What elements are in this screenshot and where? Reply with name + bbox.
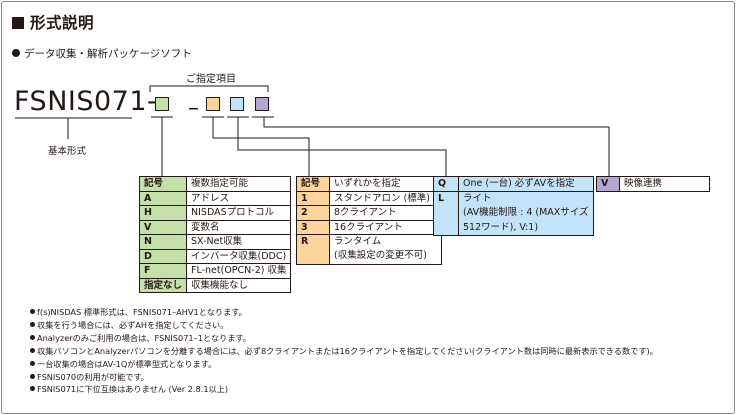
bullet-icon xyxy=(30,373,35,379)
code-box-purple xyxy=(255,97,269,111)
list-item: FSNIS070の利用が可能です。 xyxy=(30,371,658,384)
leader-blue xyxy=(237,117,447,176)
leader-orange xyxy=(212,117,310,176)
bullet-icon xyxy=(30,321,35,327)
subtitle-text: データ収集・解析パッケージソフト xyxy=(24,48,192,60)
base-label: 基本形式 xyxy=(48,146,87,157)
model-prefix: FSNIS071- xyxy=(14,86,158,117)
square-bullet-icon xyxy=(12,17,24,29)
list-item: FSNIS071に下位互換はありません (Ver 2.8.1以上) xyxy=(30,383,658,396)
bullet-icon xyxy=(30,386,35,392)
bullet-icon xyxy=(30,360,35,366)
list-item: 収集を行う場合には、必ずAHを指定してください。 xyxy=(30,319,658,332)
table-row: 指定なし収集機能なし xyxy=(138,277,292,293)
table-row: V 映像連携 xyxy=(596,176,710,192)
list-item: Analyzerのみご利用の場合は、FSNIS071–1となります。 xyxy=(30,332,658,345)
circle-bullet-icon xyxy=(12,49,20,57)
bullet-icon xyxy=(30,334,35,340)
list-item: f(s)NISDAS 標準形式は、FSNIS071–AHV1となります。 xyxy=(30,306,658,319)
code-box-green xyxy=(155,97,169,111)
model-separator: – xyxy=(188,96,199,121)
spec-bracket xyxy=(149,85,269,92)
table-purple: V 映像連携 xyxy=(596,176,710,192)
table-blue: Q One (一台) 必ずAVを指定 L ライト(AV機能制限 : 4 (MAX… xyxy=(433,176,594,236)
code-box-orange xyxy=(206,97,220,111)
bullet-icon xyxy=(30,309,35,314)
leader-purple xyxy=(263,117,610,176)
spec-label: ご指定項目 xyxy=(186,74,236,85)
bullet-icon xyxy=(30,347,35,353)
page-title: 形式説明 xyxy=(12,11,94,33)
notes-list: f(s)NISDAS 標準形式は、FSNIS071–AHV1となります。 収集を… xyxy=(30,306,658,396)
page-title-text: 形式説明 xyxy=(30,14,95,32)
table-row: Q One (一台) 必ずAVを指定 xyxy=(433,176,594,192)
table-row: 記号 複数指定可能 xyxy=(138,176,292,192)
table-row: 記号 いずれかを指定 xyxy=(296,176,442,192)
list-item: 収集パソコンとAnalyzerパソコンを分離する場合には、必ず8クライアントまた… xyxy=(30,345,658,358)
list-item: 一台収集の場合はAV-1Qが標準型式となります。 xyxy=(30,358,658,371)
subtitle: データ収集・解析パッケージソフト xyxy=(12,46,192,61)
code-box-blue xyxy=(230,97,244,111)
